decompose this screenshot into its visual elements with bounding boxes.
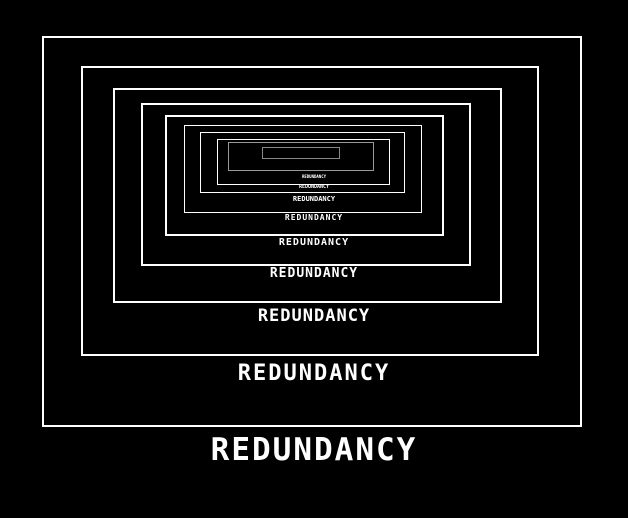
poster-caption-6: REDUNDANCY xyxy=(284,213,344,222)
poster-caption-8: REDUNDANCY xyxy=(298,184,330,190)
poster-caption-3: REDUNDANCY xyxy=(257,306,371,326)
poster-caption-2: REDUNDANCY xyxy=(237,361,391,386)
poster-caption-4: REDUNDANCY xyxy=(269,266,359,281)
poster-caption-9: REDUNDANCY xyxy=(301,174,327,179)
poster-caption-5: REDUNDANCY xyxy=(278,237,350,248)
poster-frame-10 xyxy=(262,147,340,159)
poster-caption-1: REDUNDANCY xyxy=(210,432,418,468)
poster-caption-7: REDUNDANCY xyxy=(292,195,336,203)
